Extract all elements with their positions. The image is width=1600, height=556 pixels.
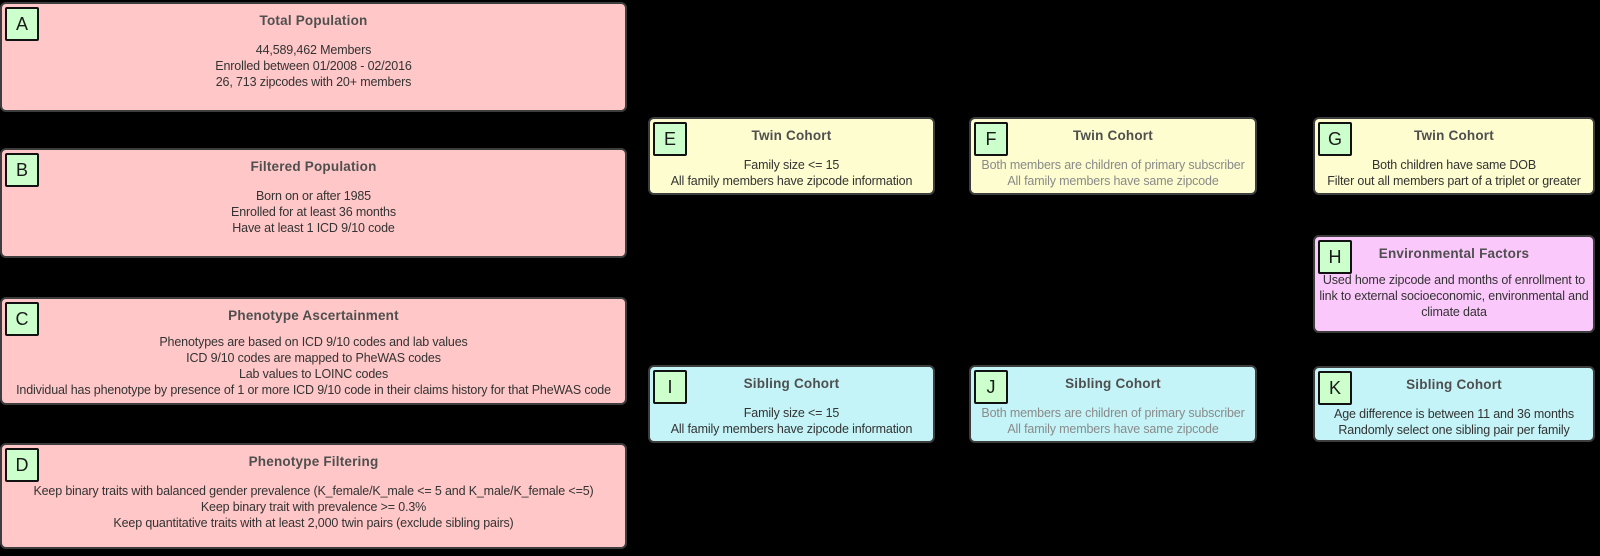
node-title: Sibling Cohort [743,376,840,391]
node-badge-f: F [974,122,1008,156]
node-badge-letter: F [985,128,997,149]
node-text-line: Family size <= 15 [743,158,840,172]
node-badge-letter: J [986,376,996,397]
node-text-line: ICD 9/10 codes are mapped to PheWAS code… [186,351,441,365]
node-text-line: Keep binary traits with balanced gender … [33,484,594,498]
node-badge-letter: I [667,376,673,397]
node-body: Age difference is between 11 and 36 mont… [1315,406,1593,438]
node-body: Family size <= 15 All family members hav… [650,157,933,189]
node-text-line: Randomly select one sibling pair per fam… [1338,423,1570,437]
node-badge-d: D [5,448,39,482]
node-badge-letter: B [15,159,28,180]
node-badge-k: K [1318,371,1352,405]
node-sibling-cohort-2: J Sibling Cohort Both members are childr… [969,365,1257,443]
node-badge-e: E [653,122,687,156]
node-body: Both members are children of primary sub… [971,157,1255,189]
node-title: Sibling Cohort [1406,377,1502,392]
node-body: Used home zipcode and months of enrollme… [1315,272,1593,320]
node-sibling-cohort-3: K Sibling Cohort Age difference is betwe… [1313,366,1595,442]
node-phenotype-ascertainment: C Phenotype Ascertainment Phenotypes are… [0,297,627,405]
node-title: Filtered Population [250,159,377,174]
node-badge-a: A [5,7,39,41]
node-badge-letter: D [15,454,29,475]
node-badge-c: C [5,302,39,336]
node-badge-letter: H [1328,246,1342,267]
node-sibling-cohort-1: I Sibling Cohort Family size <= 15 All f… [648,365,935,443]
node-body: Both members are children of primary sub… [971,405,1255,437]
node-title: Phenotype Filtering [248,454,379,469]
node-title: Twin Cohort [1414,128,1494,143]
node-environmental-factors: H Environmental Factors Used home zipcod… [1313,235,1595,333]
node-text-line: All family members have zipcode informat… [670,422,913,436]
node-badge-letter: K [1328,377,1341,398]
node-phenotype-filtering: D Phenotype Filtering Keep binary traits… [0,443,627,549]
node-badge-h: H [1318,240,1352,274]
node-text-line: All family members have same zipcode [1007,422,1219,436]
node-total-population: A Total Population 44,589,462 Members En… [0,2,627,112]
node-text-line: All family members have zipcode informat… [670,174,913,188]
node-text-line: 44,589,462 Members [255,43,372,57]
node-text-line: Both members are children of primary sub… [981,158,1245,172]
node-text-line: Individual has phenotype by presence of … [16,383,611,397]
node-text-line: Family size <= 15 [743,406,840,420]
node-text-line: Have at least 1 ICD 9/10 code [232,221,395,235]
node-title: Twin Cohort [1073,128,1153,143]
node-text-line: Age difference is between 11 and 36 mont… [1334,407,1574,421]
node-text-line: Keep binary trait with prevalence >= 0.3… [200,500,427,514]
node-twin-cohort-1: E Twin Cohort Family size <= 15 All fami… [648,117,935,195]
node-twin-cohort-2: F Twin Cohort Both members are children … [969,117,1257,195]
node-title: Environmental Factors [1378,246,1530,261]
node-text-line: Filter out all members part of a triplet… [1327,174,1581,188]
node-body: Born on or after 1985 Enrolled for at le… [2,188,625,236]
node-body: Both children have same DOB Filter out a… [1315,157,1593,189]
node-badge-letter: E [663,128,676,149]
node-body: Family size <= 15 All family members hav… [650,405,933,437]
node-badge-letter: G [1327,128,1342,149]
node-text-line: Phenotypes are based on ICD 9/10 codes a… [159,335,468,349]
node-text-line: link to external socioeconomic, environm… [1319,289,1589,303]
node-badge-i: I [653,370,687,404]
node-body: 44,589,462 Members Enrolled between 01/2… [2,42,625,90]
node-badge-letter: A [15,13,28,34]
node-title: Total Population [259,13,368,28]
node-badge-j: J [974,370,1008,404]
node-body: Phenotypes are based on ICD 9/10 codes a… [2,334,625,398]
node-text-line: Used home zipcode and months of enrollme… [1322,273,1586,287]
node-title: Sibling Cohort [1065,376,1161,391]
node-badge-b: B [5,153,39,187]
node-title: Twin Cohort [751,128,832,143]
node-badge-letter: C [15,308,29,329]
node-title: Phenotype Ascertainment [228,308,399,323]
node-body: Keep binary traits with balanced gender … [2,483,625,531]
node-text-line: Lab values to LOINC codes [238,367,389,381]
node-text-line: Enrolled for at least 36 months [231,205,396,219]
node-text-line: Enrolled between 01/2008 - 02/2016 [215,59,412,73]
node-badge-g: G [1318,122,1352,156]
node-text-line: Both members are children of primary sub… [981,406,1245,420]
node-filtered-population: B Filtered Population Born on or after 1… [0,148,627,258]
node-text-line: Keep quantitative traits with at least 2… [113,516,514,530]
node-text-line: Both children have same DOB [1371,158,1537,172]
node-text-line: All family members have same zipcode [1007,174,1219,188]
node-twin-cohort-3: G Twin Cohort Both children have same DO… [1313,117,1595,195]
node-text-line: 26, 713 zipcodes with 20+ members [215,75,412,89]
node-text-line: climate data [1421,305,1487,319]
node-text-line: Born on or after 1985 [256,189,371,203]
